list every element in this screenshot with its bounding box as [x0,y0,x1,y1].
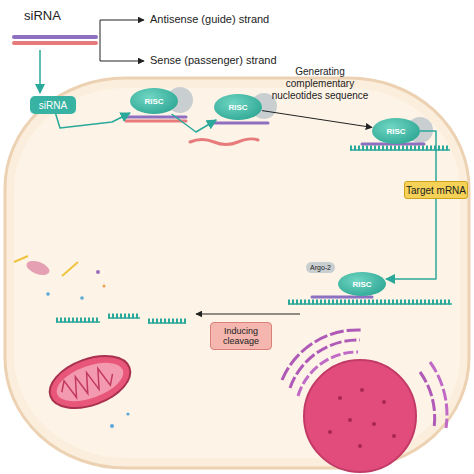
mrna-fragment [56,318,100,323]
dot [80,296,84,300]
node-subtext: RISC [338,272,386,296]
node-text: siRNA [39,100,67,111]
flow-arrow [172,114,217,132]
mrna-bases [288,300,452,305]
mitochondrion [43,346,138,418]
entry-label-box: siRNA [30,96,76,114]
nucleus [304,360,416,472]
pointer-arrow [100,40,144,61]
golgi [430,362,447,428]
guide-strand [212,122,268,125]
node-text: Argo-2 [306,262,335,273]
guide-strand [126,116,186,119]
nuclear-pore [328,430,332,434]
nuclear-pore [382,400,386,404]
node-text: Inducing cleavage [211,326,271,346]
debris [14,256,28,262]
pointer-arrow [100,20,144,40]
process-box: Inducing cleavage [210,322,272,350]
text-label: siRNA [24,8,84,23]
dot [110,424,114,428]
cristae [58,364,116,401]
nuclear-pore [360,388,364,392]
risc-complex: RISC [130,88,178,114]
debris [62,262,78,276]
argo-risc-complex: Argo-2RISC [306,262,386,296]
flow-arrow [386,199,436,279]
dot [126,412,129,415]
dot [103,285,106,288]
dot [46,292,50,296]
flow-arrow [56,113,130,128]
nuclear-pore [392,434,396,438]
passenger-strand [126,120,186,123]
mitochondrion-membrane [43,346,138,418]
dot [96,270,100,274]
nuclear-pore [348,418,352,422]
text-label: Antisense (guide) strand [150,13,320,25]
target-box: Target mRNA [404,181,468,199]
mitochondrion-matrix [52,355,129,409]
vesicle [25,258,52,277]
cleavage-arrow [196,314,300,315]
risc-complex: RISC [214,94,262,120]
guide-strand [14,35,96,39]
nuclear-pore [338,396,342,400]
mrna-bases [350,146,450,151]
nuclear-pore [372,422,376,426]
flow-arrow [420,131,436,181]
mrna-fragment [108,314,140,319]
node-text: RISC [386,127,405,136]
passenger-strand [14,41,96,45]
entry-arrow [39,50,41,93]
node-text: Target mRNA [406,185,466,196]
node-text: RISC [228,103,247,112]
nuclear-pore [358,444,362,448]
edge-label: Generating complementary nucleotides seq… [262,66,378,102]
node-text: RISC [144,97,163,106]
golgi [420,372,435,428]
risc-complex: RISC [372,118,420,144]
text-label: Sense (passenger) strand [150,54,320,66]
released-passenger-strand [190,139,258,145]
mrna-fragment [148,319,186,324]
flow-arrow [262,111,372,128]
